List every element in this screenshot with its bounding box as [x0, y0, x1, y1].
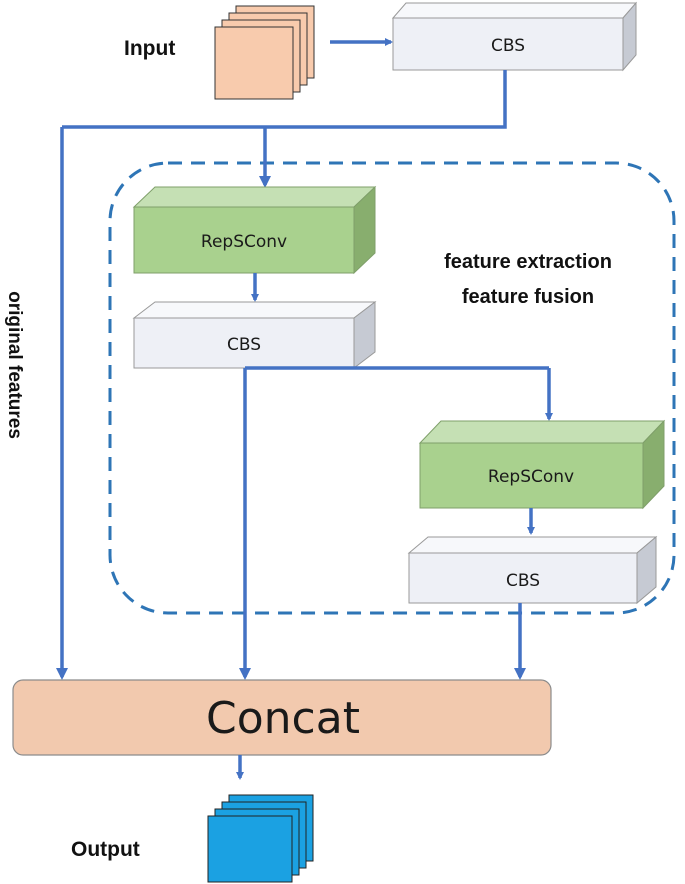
repsconv-block-1: RepSConv — [132, 185, 377, 275]
concat-block — [12, 679, 552, 756]
feature-fusion-label: feature fusion — [462, 286, 594, 308]
concat-label: Concat — [206, 693, 360, 744]
output-feature-map-icon — [207, 794, 314, 883]
cbs-top-label: CBS — [491, 36, 525, 56]
cbs-block-top: CBS — [391, 1, 638, 72]
cbs-block-bottom: CBS — [407, 535, 658, 605]
line-cbs-top-split — [62, 70, 507, 129]
repsconv-2-label: RepSConv — [488, 467, 574, 487]
output-label: Output — [71, 838, 140, 861]
repsconv-1-label: RepSConv — [201, 232, 287, 252]
cbs-mid-label: CBS — [227, 335, 261, 355]
cbs-bottom-label: CBS — [506, 571, 540, 591]
feature-extraction-label: feature extraction — [444, 251, 612, 273]
repsconv-block-2: RepSConv — [418, 419, 666, 510]
input-feature-map-icon — [214, 5, 315, 100]
input-label: Input — [124, 37, 175, 60]
feature-module-region — [108, 161, 676, 615]
cbs-block-mid: CBS — [132, 300, 377, 370]
original-features-label: original features — [4, 291, 25, 439]
